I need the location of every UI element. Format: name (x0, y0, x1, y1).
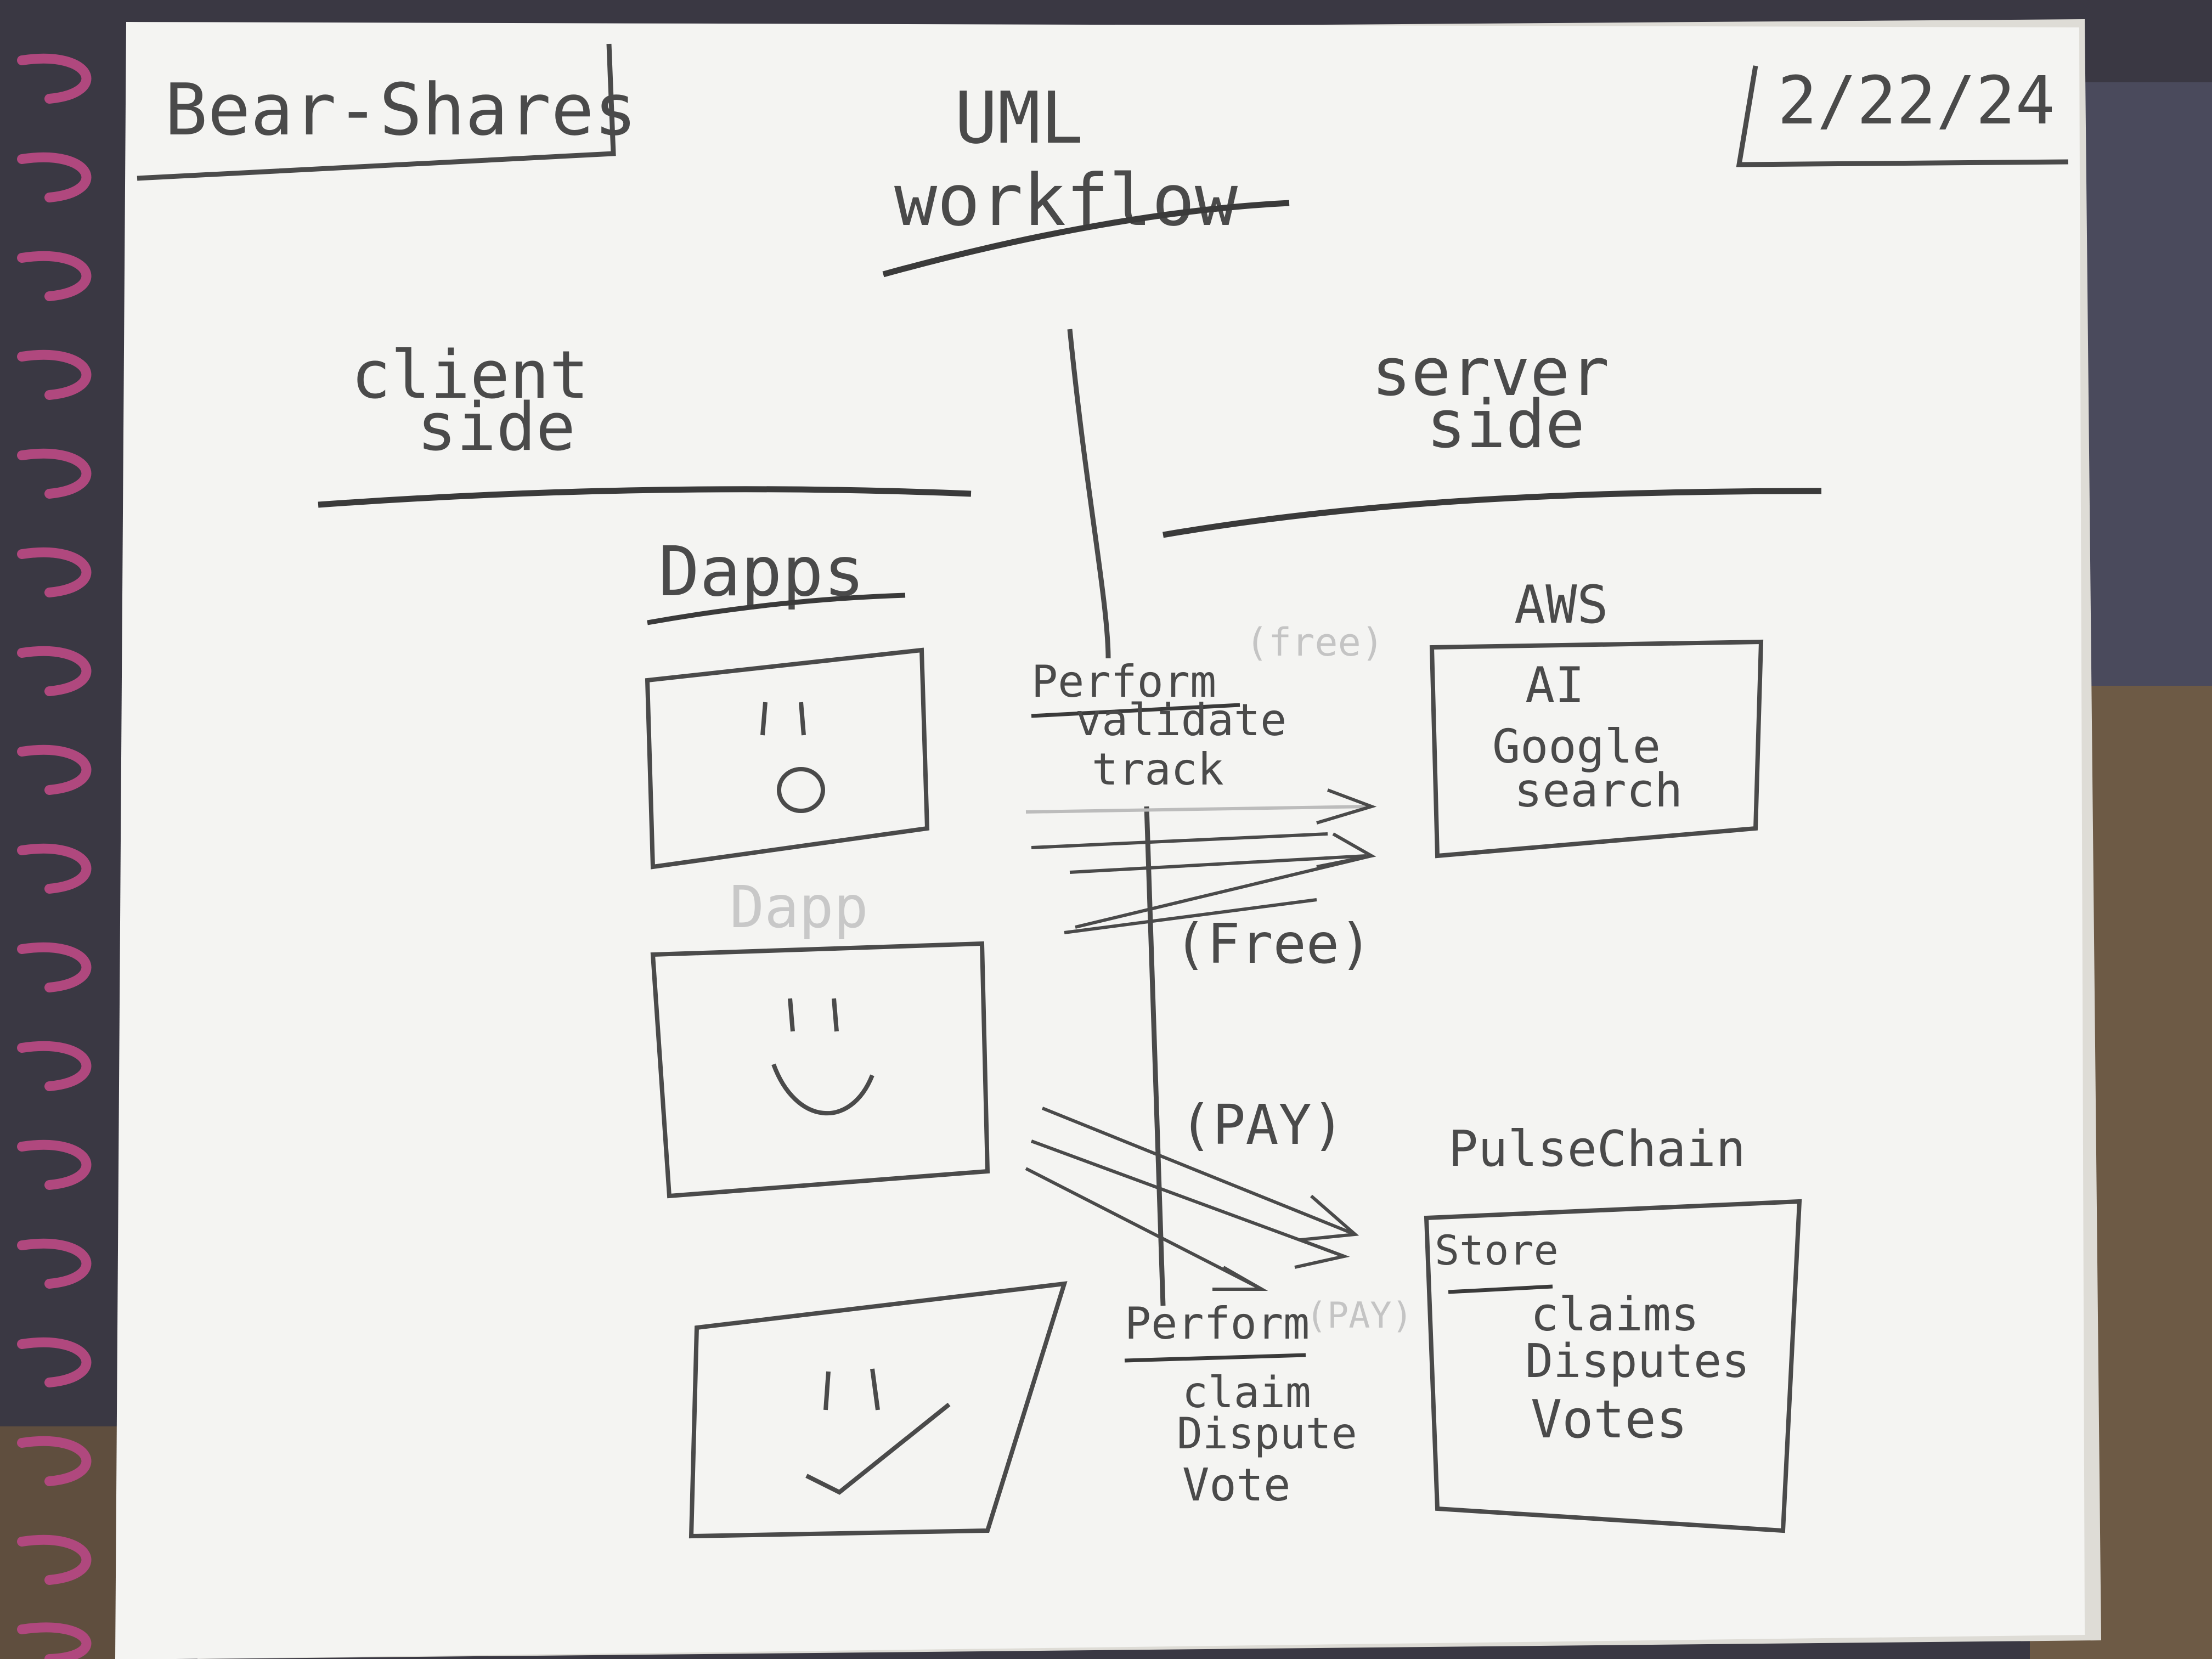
pulsechain-box (1424, 1199, 1802, 1533)
dapp-3-eye-right (870, 1368, 880, 1410)
paid-action-vote: Vote (1182, 1459, 1290, 1511)
pay-request-arrows (1025, 1107, 1359, 1291)
server-side-underline (1163, 488, 1822, 538)
server-side-label-line2: side (1426, 387, 1585, 463)
date-box-line (1736, 65, 2069, 167)
dapp-3-eye-left (823, 1371, 831, 1410)
free-action-validate: validate (1075, 695, 1286, 746)
paid-action-claim: claim (1182, 1368, 1311, 1418)
project-title: Bear-Shares (165, 68, 637, 151)
diagram-date: 2/22/24 (1778, 63, 2055, 139)
title-box-line (137, 43, 616, 181)
dapp-1-eye-right (799, 702, 806, 736)
dapp-3-mouth (805, 1402, 951, 1495)
store-item-disputes: Disputes (1525, 1334, 1750, 1389)
center-divider-top (1067, 329, 1111, 659)
pay-arrow-label: (PAY) (1180, 1093, 1345, 1157)
free-request-arrows (1025, 788, 1377, 934)
paid-perform-underline (1124, 1353, 1306, 1363)
paid-action-dispute: Dispute (1177, 1409, 1357, 1459)
free-action-track: track (1092, 744, 1224, 795)
aws-item-search: search (1514, 764, 1683, 818)
free-perform-underline (1031, 703, 1240, 718)
store-item-claims: claims (1531, 1288, 1699, 1342)
notebook-page (115, 22, 2085, 1659)
diagram-title-line2: workflow (894, 159, 1238, 242)
center-divider-bottom (1144, 806, 1166, 1306)
dapp-screen-smile (650, 941, 990, 1199)
client-side-label-line2: side (417, 390, 575, 466)
dapp-screen-surprised (645, 647, 930, 870)
paid-perform-heading: Perform (1125, 1298, 1310, 1349)
diagram-title-underline (882, 200, 1290, 278)
dapps-underline (647, 592, 906, 625)
paid-perform-note: (PAY) (1306, 1295, 1413, 1336)
client-side-underline (318, 486, 972, 508)
store-heading: Store (1435, 1226, 1559, 1274)
dapp-2-eye-right (832, 998, 839, 1032)
aws-item-ai: AI (1525, 657, 1584, 714)
pulsechain-heading: PulseChain (1448, 1120, 1746, 1178)
dapp-1-eye-left (760, 702, 768, 736)
server-side-label-line1: server (1372, 335, 1609, 411)
aws-item-google: Google (1492, 720, 1661, 774)
free-perform-note: (free) (1245, 620, 1384, 665)
aws-heading: AWS (1514, 575, 1609, 635)
dapp-screen-check (689, 1281, 1068, 1539)
aws-box (1429, 639, 1764, 859)
diagram-title-line1: UML (955, 76, 1084, 160)
dapp-2-eye-left (788, 998, 795, 1032)
store-item-votes: Votes (1531, 1390, 1688, 1450)
spiral-binding (17, 53, 92, 1659)
free-arrow-label: (Free) (1174, 912, 1372, 976)
free-perform-heading: Perform (1031, 656, 1216, 707)
dapp-ghost-label: Dapp (730, 874, 868, 941)
dapp-1-mouth (777, 767, 825, 813)
dapp-2-mouth (771, 1063, 874, 1116)
store-underline (1448, 1284, 1553, 1294)
client-side-label-line1: client (351, 337, 589, 414)
